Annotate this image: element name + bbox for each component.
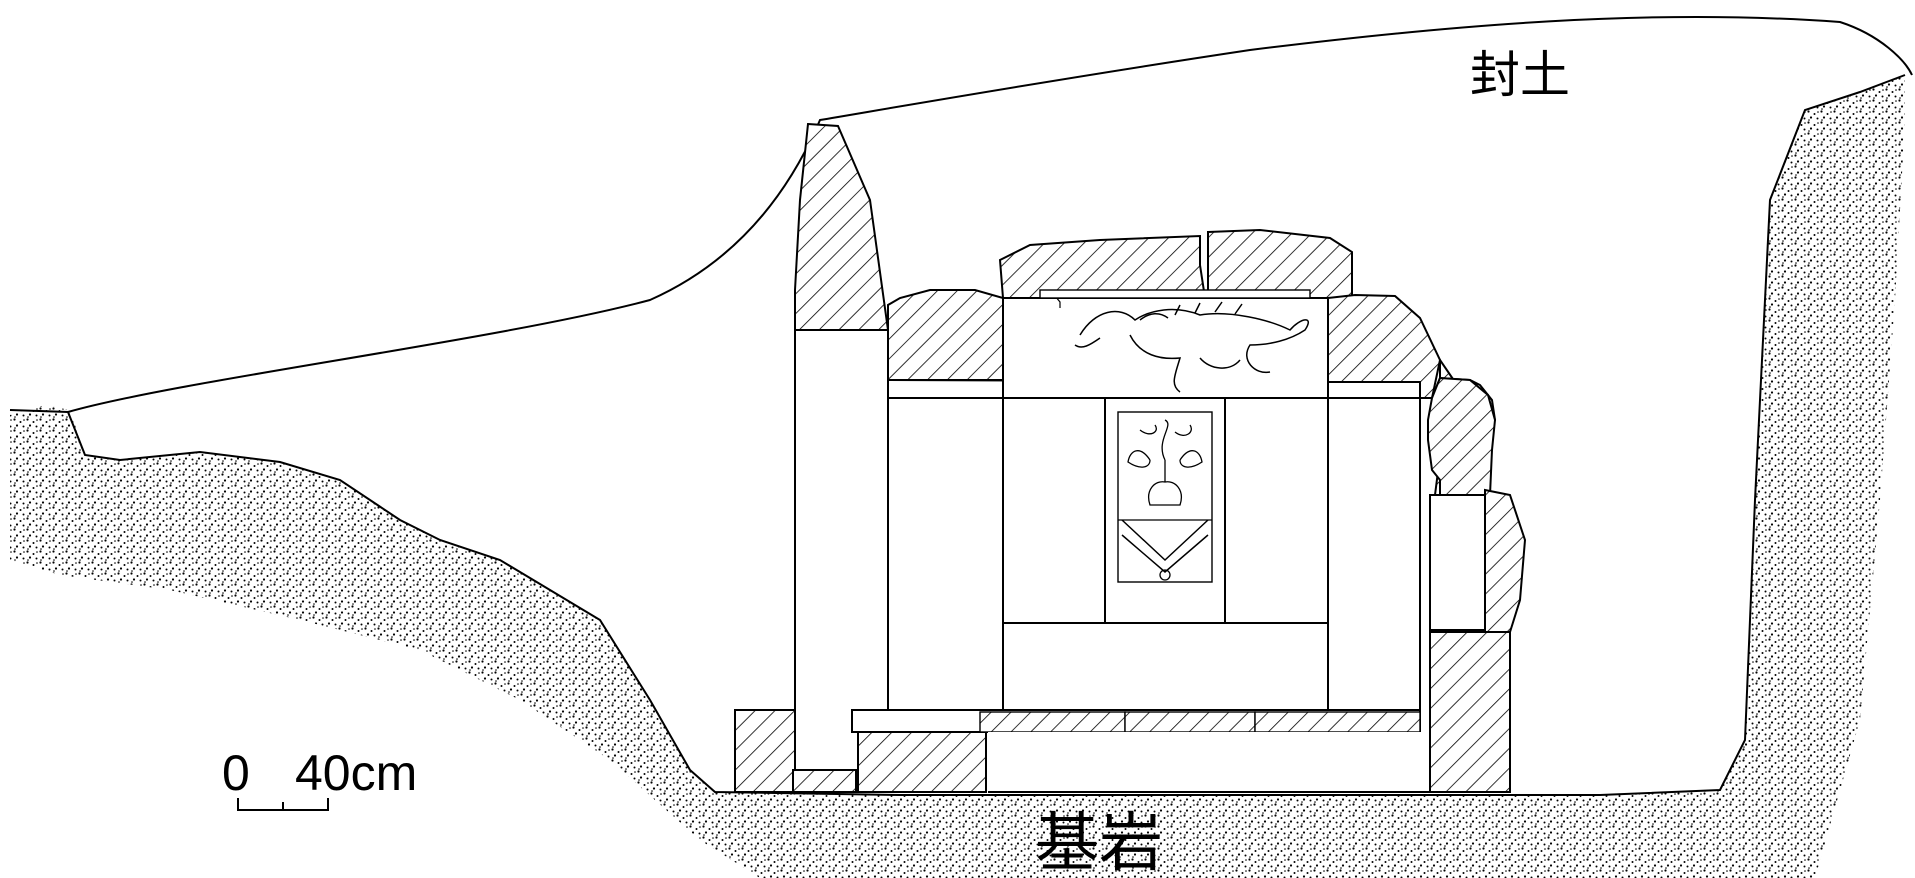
stone-right-hatched: [1427, 376, 1497, 496]
stone-right-base: [1429, 631, 1511, 793]
base-block-left-outer: [734, 709, 796, 793]
scale-bar-line: [237, 798, 329, 811]
chamber-lower: [1002, 622, 1329, 711]
label-mound: 封土: [1470, 46, 1570, 104]
stone-right-plain: [1429, 494, 1486, 631]
bedrock-area: [10, 75, 1905, 878]
label-bedrock: 基岩: [1035, 807, 1163, 878]
stone-left-top: [794, 122, 890, 331]
dragon-relief: [1074, 301, 1310, 393]
stone-right-side: [1484, 488, 1527, 633]
scale-start-label: 0: [222, 745, 250, 801]
base-block-left-mid: [857, 729, 987, 793]
stone-upper-left: [887, 289, 1004, 381]
wall-left: [887, 379, 1004, 711]
stone-upper-right: [1327, 293, 1442, 399]
cap-stone-right: [1207, 228, 1353, 299]
cap-stone-left: [998, 234, 1207, 299]
wall-right: [1327, 397, 1421, 711]
mound-outline: [67, 15, 1913, 413]
scale-end-label: 40cm: [295, 745, 417, 801]
bedrock-boundary: [9, 74, 1906, 796]
pillar-left: [794, 329, 889, 771]
base-block-left-inner: [792, 769, 857, 793]
niche-chevron: [1121, 519, 1209, 573]
floor-gap: [988, 732, 1430, 792]
flower-vase-relief: [1127, 419, 1203, 506]
scale-bar: 0 40cm: [222, 745, 417, 811]
dragon-panel: [1002, 297, 1329, 399]
niche-inner: [1117, 411, 1213, 583]
